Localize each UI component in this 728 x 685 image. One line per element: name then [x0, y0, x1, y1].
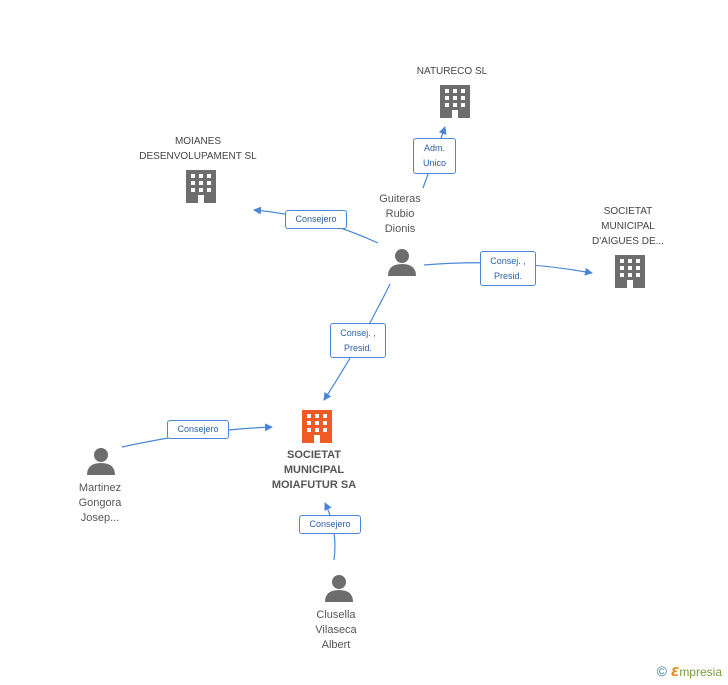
- person-icon-clusella[interactable]: [325, 575, 353, 602]
- person-icon-martinez[interactable]: [87, 448, 115, 475]
- node-label-guiteras[interactable]: Guiteras Rubio Dionis: [379, 193, 421, 235]
- empresia-watermark: ©ℇmpresia: [657, 663, 722, 679]
- edge-label-guiteras-aigues[interactable]: Consej. , Presid.: [480, 251, 536, 286]
- building-icon-moianes[interactable]: [186, 170, 216, 203]
- brand-initial: ℇ: [670, 665, 680, 679]
- copyright-icon: ©: [656, 663, 667, 679]
- edge-label-guiteras-moianes[interactable]: Consejero: [285, 210, 347, 229]
- edge-label-martinez-moiafutur[interactable]: Consejero: [167, 420, 229, 439]
- node-label-moianes[interactable]: MOIANES DESENVOLUPAMENT SL: [139, 136, 257, 162]
- edge-label-clusella-moiafutur[interactable]: Consejero: [299, 515, 361, 534]
- brand-name: mpresia: [679, 665, 722, 679]
- edge-label-guiteras-moiafutur[interactable]: Consej. , Presid.: [330, 323, 386, 358]
- node-label-moiafutur[interactable]: SOCIETAT MUNICIPAL MOIAFUTUR SA: [271, 449, 357, 491]
- building-icon-moiafutur[interactable]: [302, 410, 332, 443]
- node-label-natureco[interactable]: NATURECO SL: [416, 66, 488, 77]
- node-label-aigues[interactable]: SOCIETAT MUNICIPAL D'AIGUES DE...: [592, 206, 664, 247]
- building-icon-natureco[interactable]: [440, 85, 470, 118]
- node-label-martinez[interactable]: Martinez Gongora Josep...: [78, 482, 122, 524]
- edge-label-guiteras-natureco[interactable]: Adm. Unico: [413, 138, 456, 174]
- node-label-clusella[interactable]: Clusella Vilaseca Albert: [315, 609, 357, 651]
- person-icon-guiteras[interactable]: [388, 249, 416, 276]
- building-icon-aigues[interactable]: [615, 255, 645, 288]
